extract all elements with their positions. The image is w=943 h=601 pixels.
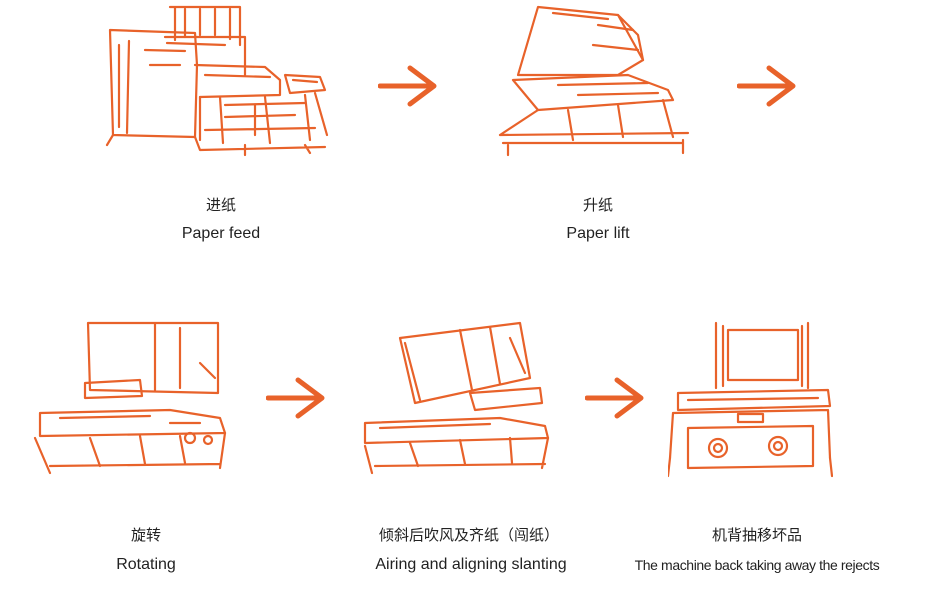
step-5-title-zh: 机背抽移坏品 bbox=[711, 526, 803, 544]
arrow-right-icon bbox=[584, 376, 647, 425]
airing-aligning-illustration bbox=[360, 318, 560, 478]
rejects-removal-illustration bbox=[668, 318, 833, 483]
step-2-title-en: Paper lift bbox=[566, 225, 630, 242]
step-3-title-zh: 旋转 bbox=[130, 526, 162, 544]
paper-lift-illustration bbox=[498, 5, 698, 165]
rotating-illustration bbox=[30, 318, 235, 478]
step-1-title-zh: 进纸 bbox=[205, 196, 237, 214]
step-4-title-en: Airing and aligning slanting bbox=[375, 556, 567, 573]
step-2-title-zh: 升纸 bbox=[582, 196, 614, 214]
arrow-right-icon bbox=[377, 64, 440, 113]
arrow-right-icon bbox=[736, 64, 799, 113]
step-4-title-zh: 倾斜后吹风及齐纸（闯纸） bbox=[378, 526, 560, 544]
step-3-title-en: Rotating bbox=[116, 556, 176, 573]
step-1-title-en: Paper feed bbox=[181, 225, 261, 242]
paper-feed-illustration bbox=[105, 5, 335, 165]
arrow-right-icon bbox=[265, 376, 328, 425]
step-5-title-en: The machine back taking away the rejects bbox=[634, 557, 880, 573]
